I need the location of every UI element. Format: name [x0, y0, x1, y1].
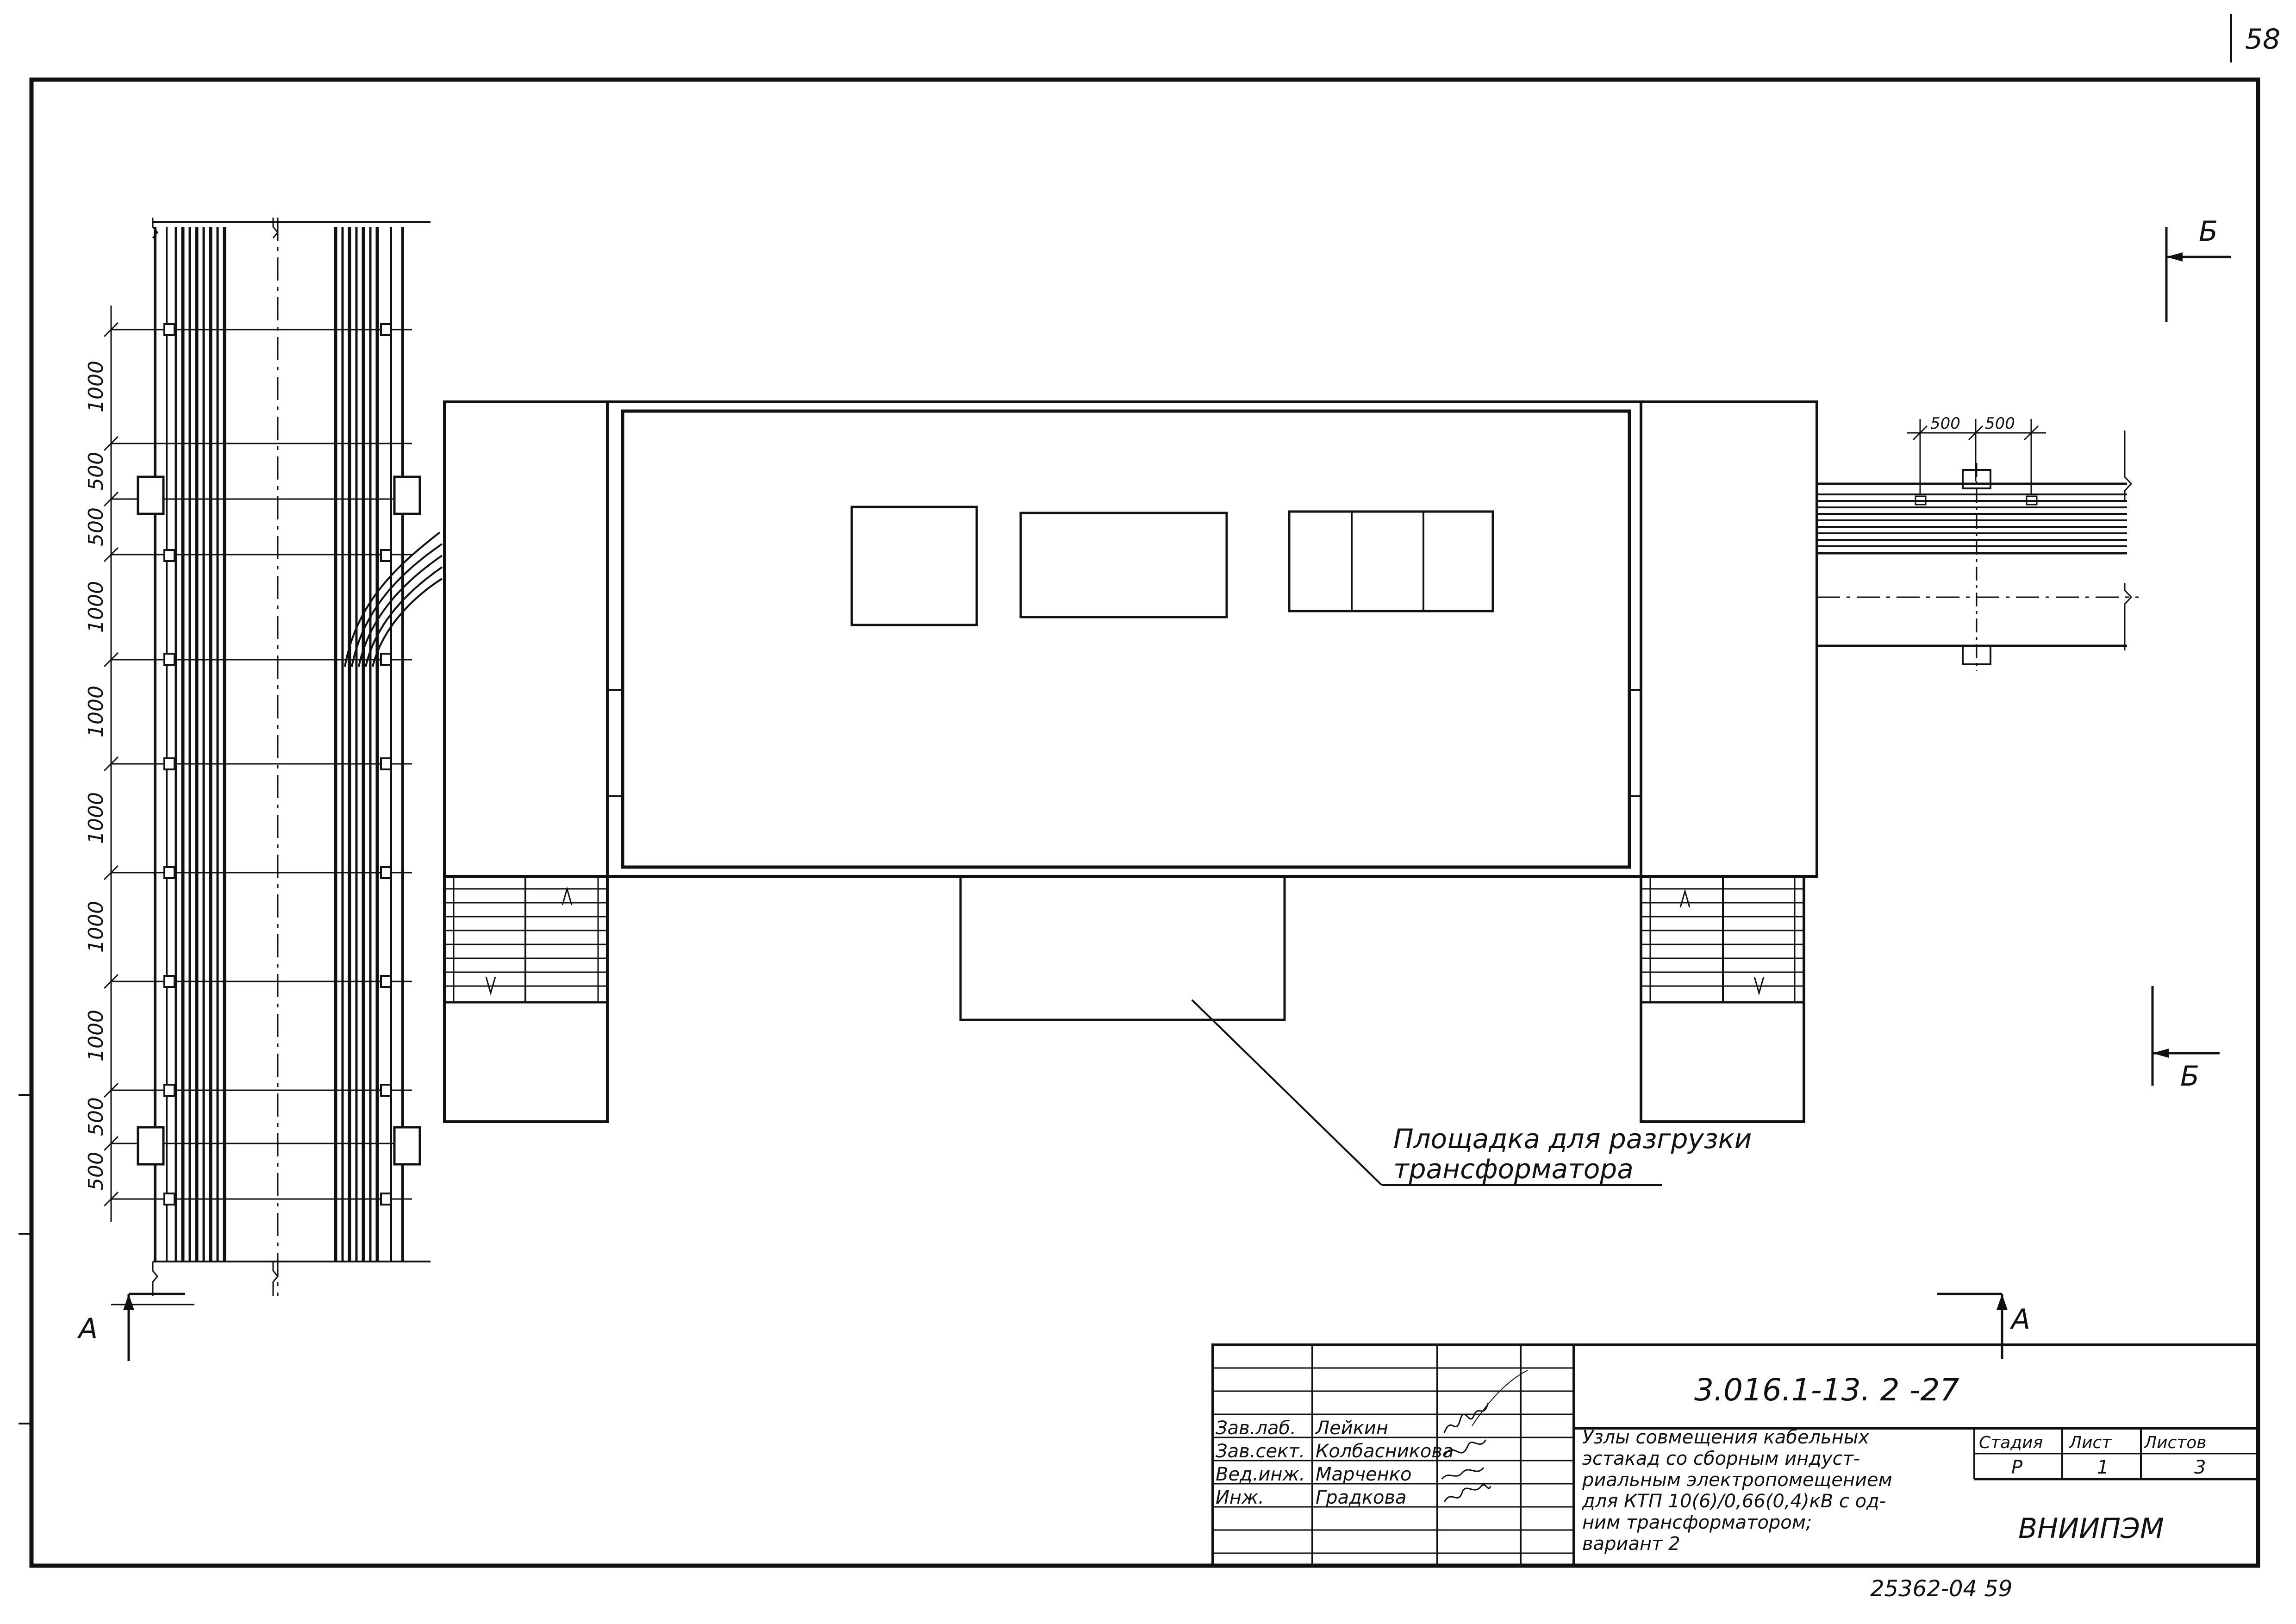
role-label: Зав.лаб.	[1216, 1418, 1296, 1439]
platform-label-line1: Площадка для разгрузки	[1393, 1123, 1752, 1155]
section-label-a-right: A	[2009, 1303, 2030, 1336]
section-label-b-top: Б	[2199, 215, 2218, 248]
title-line: Узлы совмещения кабельных	[1582, 1427, 1869, 1448]
left-cable-trestle: 1000 500 500 1000 1000 1000 1000 1000 50…	[84, 218, 443, 1305]
role-label: Инж.	[1216, 1487, 1264, 1508]
cable-brackets	[163, 323, 392, 1206]
dim-label: 500	[84, 507, 108, 546]
dim-label: 500	[84, 452, 108, 491]
section-marker-b-top: Б	[2165, 215, 2231, 322]
sheets-header: Листов	[2143, 1433, 2206, 1452]
dim-label: 1000	[84, 581, 108, 633]
inner-room-outline	[621, 409, 1631, 869]
dim-label: 1000	[84, 686, 108, 737]
cable-bundle-left	[175, 227, 226, 1262]
unloading-platform	[959, 875, 1286, 1021]
stage-value: Р	[2011, 1457, 2023, 1478]
title-line: вариант 2	[1582, 1533, 1680, 1555]
sheet-header: Лист	[2068, 1433, 2112, 1452]
section-label-b-bottom: Б	[2180, 1060, 2199, 1093]
transformer-cell	[1019, 512, 1228, 618]
switchgear-panels	[1288, 510, 1494, 612]
stage-header: Стадия	[1979, 1433, 2043, 1452]
role-label: Вед.инж.	[1216, 1464, 1305, 1485]
dim-label: 500	[84, 1097, 108, 1136]
title-block: 3.016.1-13. 2 -27 Зав.лаб. Зав.сект. Вед…	[1211, 1343, 2259, 1567]
organization-name: ВНИИПЭМ	[2018, 1512, 2164, 1545]
trestle-traverses	[111, 329, 412, 1305]
cable-bundle-right	[334, 227, 379, 1262]
page-number: 58	[2245, 23, 2280, 56]
person-name: Колбасникова	[1316, 1441, 1454, 1462]
dim-label: 1000	[84, 792, 108, 844]
drawing-frame	[29, 77, 2260, 1568]
title-line: для КТП 10(6)/0,66(0,4)кВ с од-	[1582, 1491, 1886, 1512]
role-label: Зав.сект.	[1216, 1441, 1305, 1462]
right-cable-trestle: 500 500	[1817, 414, 2139, 671]
right-stair	[1640, 875, 1805, 1123]
dim-label: 500	[1930, 414, 1960, 433]
section-marker-a-right: A	[1937, 1293, 2030, 1359]
dim-label: 500	[84, 1152, 108, 1191]
dim-label: 500	[1985, 414, 2015, 433]
footer-number: 25362-04 59	[1870, 1576, 2012, 1602]
platform-leader	[1191, 999, 1383, 1186]
sheets-value: 3	[2194, 1457, 2206, 1478]
signatures	[1441, 1370, 1528, 1503]
left-stair	[443, 875, 609, 1123]
cable-bend	[344, 531, 443, 667]
dim-label: 1000	[84, 901, 108, 953]
dim-label: 1000	[84, 361, 108, 412]
person-name: Градкова	[1316, 1487, 1407, 1508]
building-outline	[443, 400, 1818, 878]
title-line: риальным электропомещением	[1582, 1469, 1892, 1491]
title-line: ним трансформатором;	[1582, 1512, 1812, 1533]
equipment-cabinet	[850, 506, 978, 626]
person-name: Лейкин	[1315, 1418, 1388, 1439]
left-dimension-labels: 1000 500 500 1000 1000 1000 1000 1000 50…	[84, 361, 108, 1191]
person-name: Марченко	[1316, 1464, 1411, 1485]
sheet-value: 1	[2097, 1457, 2109, 1478]
section-marker-b-bottom: Б	[2151, 986, 2220, 1093]
trestle-supports	[137, 475, 421, 1166]
platform-label-line2: трансформатора	[1393, 1153, 1634, 1185]
electrical-room-plan: Площадка для разгрузки трансформатора	[443, 400, 1818, 1186]
left-dimension-chain	[103, 306, 119, 1222]
title-line: эстакад со сборным индуст-	[1582, 1448, 1860, 1469]
dim-label: 1000	[84, 1010, 108, 1062]
document-code: 3.016.1-13. 2 -27	[1694, 1372, 1959, 1408]
section-marker-a-left: A	[77, 1293, 185, 1361]
section-label-a-left: A	[77, 1312, 98, 1345]
